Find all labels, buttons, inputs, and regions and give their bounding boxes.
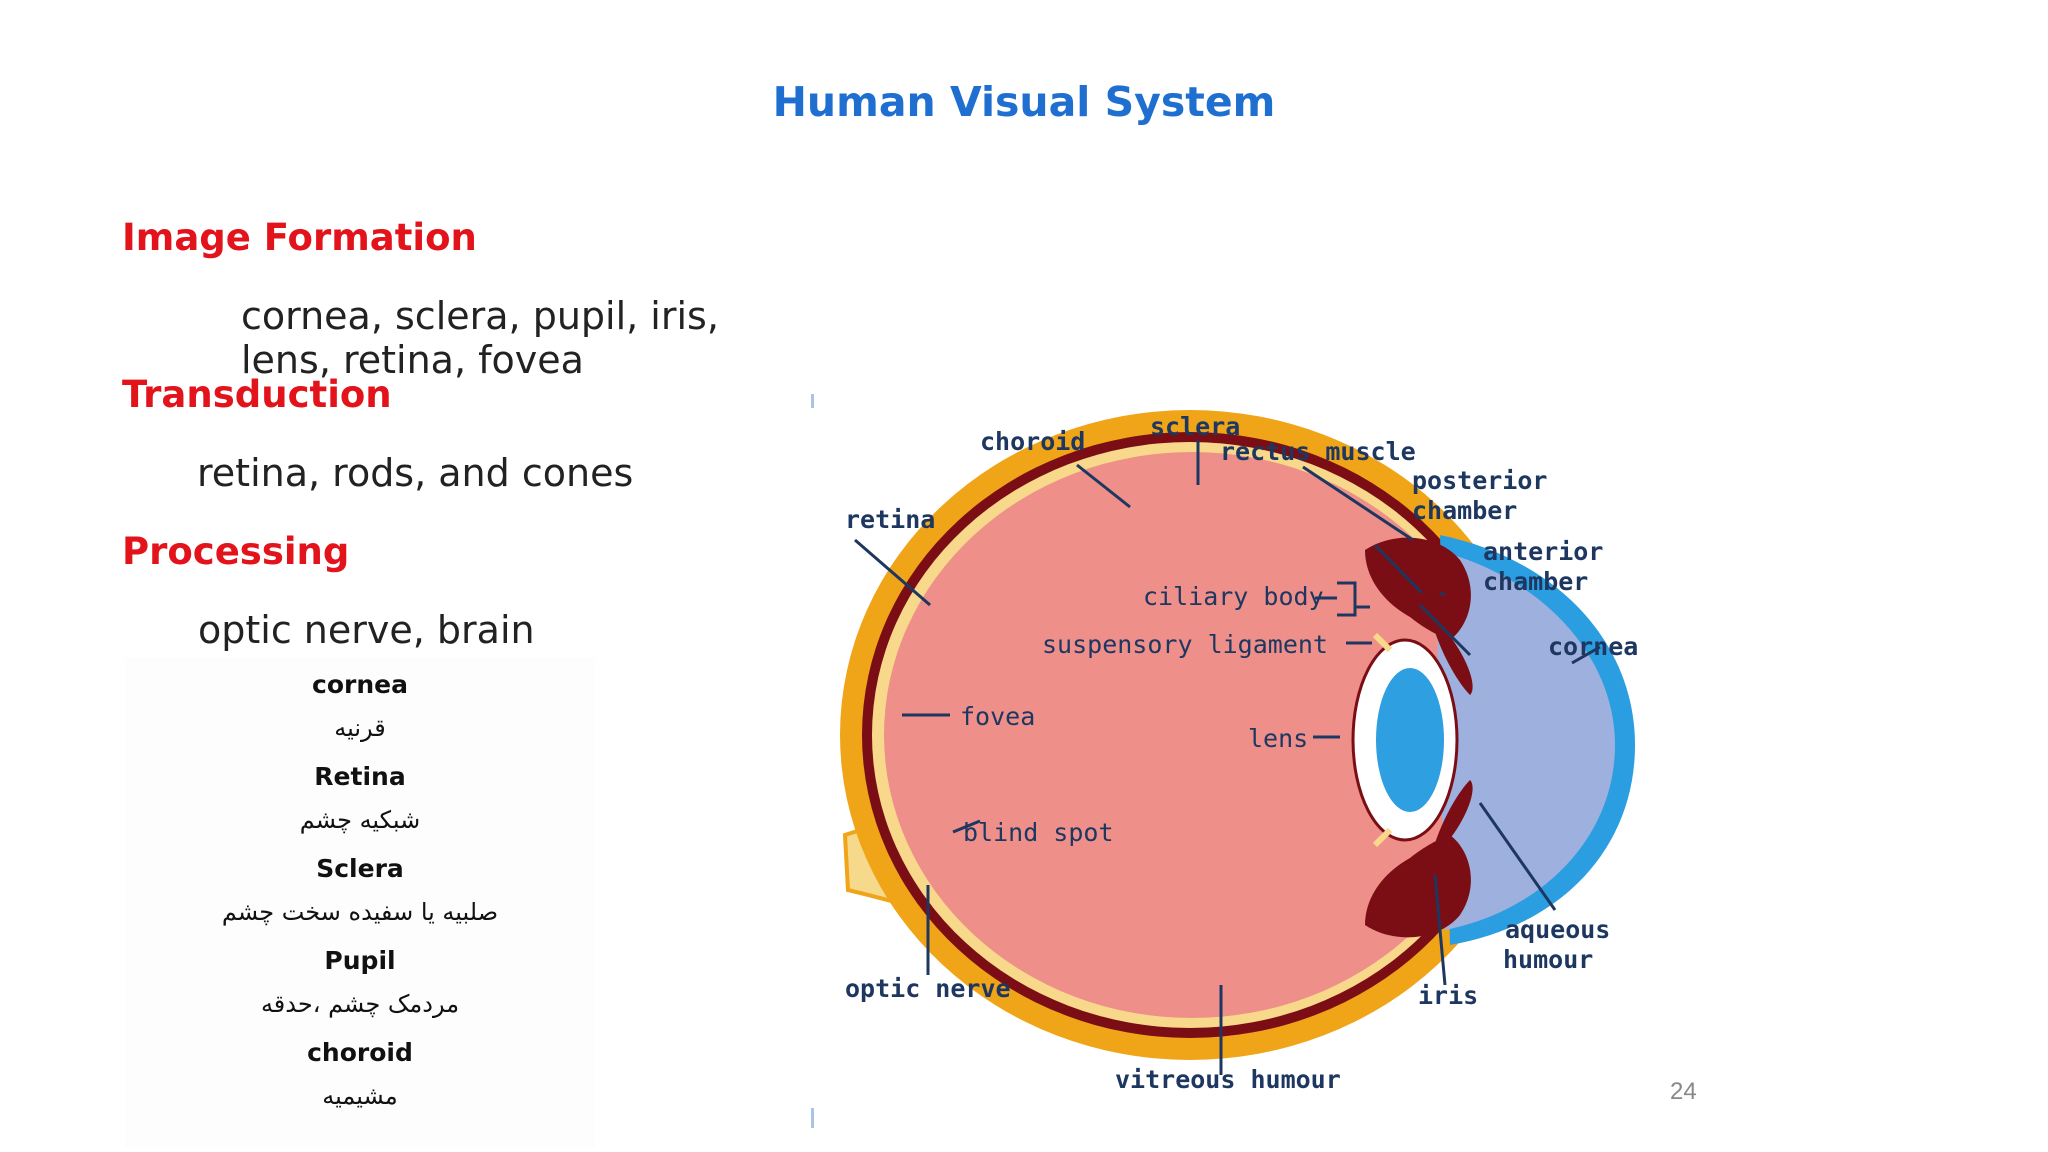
glossary-list: cornea قرنیه Retina شبکیه چشم Sclera صلب… — [125, 658, 595, 1148]
heading-transduction: Transduction — [122, 373, 392, 416]
eye-anatomy-diagram: sclera choroid rectus muscle posterior c… — [840, 410, 1638, 1094]
glossary-term-en: choroid — [307, 1038, 413, 1067]
glossary-term-fa: مشیمیه — [322, 1082, 398, 1110]
label-anterior-chamber-2: chamber — [1483, 567, 1588, 596]
iris-upper — [1430, 615, 1473, 695]
label-sclera: sclera — [1150, 412, 1240, 441]
glossary-term-en: Sclera — [316, 854, 404, 883]
label-posterior-chamber-1: posterior — [1412, 466, 1547, 495]
label-fovea: fovea — [960, 702, 1035, 731]
transduction-text: retina, rods, and cones — [197, 451, 634, 495]
glossary-term-fa: مردمک چشم ،حدقه — [260, 990, 460, 1018]
processing-text: optic nerve, brain — [198, 608, 535, 652]
outline-panel: Image Formation cornea, sclera, pupil, i… — [0, 0, 800, 1152]
glossary-term-fa: قرنیه — [334, 714, 386, 742]
label-lens: lens — [1248, 724, 1308, 753]
label-rectus-muscle: rectus muscle — [1220, 437, 1416, 466]
label-cornea: cornea — [1548, 632, 1638, 661]
label-optic-nerve: optic nerve — [845, 974, 1011, 1003]
divider-mark-bottom — [811, 1108, 814, 1128]
glossary-term-fa: صلبیه یا سفیده سخت چشم — [221, 898, 499, 926]
iris-lower — [1430, 780, 1473, 860]
label-aqueous-humour-2: humour — [1503, 945, 1593, 974]
label-ciliary-body: ciliary body — [1143, 582, 1324, 611]
lens-core — [1376, 668, 1444, 812]
image-formation-text: cornea, sclera, pupil, iris, lens, retin… — [241, 294, 719, 382]
heading-processing: Processing — [122, 530, 350, 573]
glossary-term-en: cornea — [312, 670, 408, 699]
label-vitreous-humour: vitreous humour — [1115, 1065, 1341, 1094]
slide-number: 24 — [1670, 1078, 1697, 1105]
label-iris: iris — [1418, 981, 1478, 1010]
slide-title: Human Visual System — [772, 78, 1276, 126]
ligament-upper — [1372, 632, 1393, 653]
label-aqueous-humour-1: aqueous — [1505, 915, 1610, 944]
label-retina: retina — [845, 505, 935, 534]
ciliary-body-lower — [1365, 835, 1471, 938]
divider-mark-top — [811, 394, 814, 408]
vitreous-shape — [884, 452, 1500, 1018]
label-posterior-chamber-2: chamber — [1412, 496, 1517, 525]
label-suspensory-ligament: suspensory ligament — [1042, 630, 1328, 659]
label-choroid: choroid — [980, 427, 1085, 456]
glossary-term-en: Pupil — [324, 946, 396, 975]
label-anterior-chamber-1: anterior — [1483, 537, 1603, 566]
ligament-lower — [1372, 827, 1393, 848]
glossary-term-fa: شبکیه چشم — [299, 806, 421, 834]
glossary-term-en: Retina — [314, 762, 406, 791]
aqueous-shape — [1435, 550, 1615, 930]
leader-lines — [854, 440, 1601, 1075]
label-blind-spot: blind spot — [963, 818, 1114, 847]
heading-image-formation: Image Formation — [122, 216, 477, 259]
